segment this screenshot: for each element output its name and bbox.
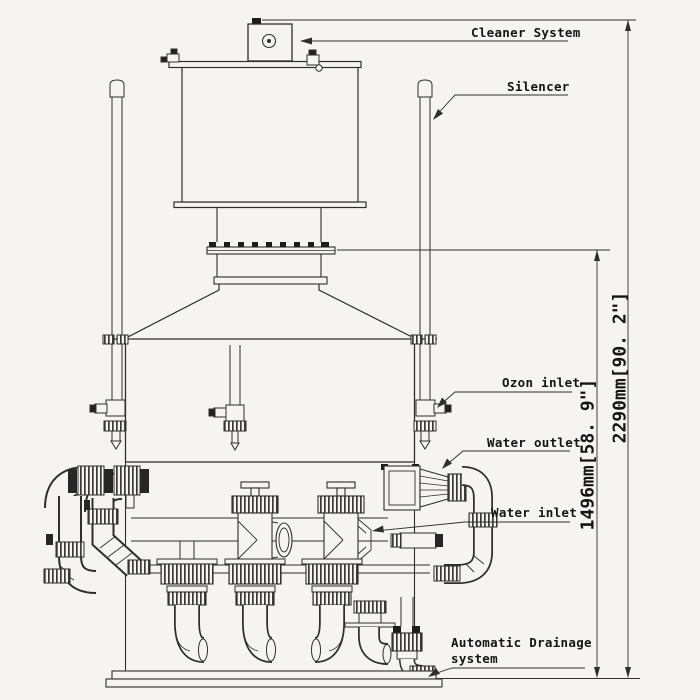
leader-water-outlet: [442, 450, 570, 469]
leader-ozon-inlet: [437, 391, 572, 408]
silencer-label: Silencer: [507, 79, 570, 94]
main-tank-body: [103, 338, 437, 463]
leader-cleaner-system: [300, 37, 568, 45]
base-plate: [105, 670, 443, 688]
cleaner-system-label: Cleaner System: [471, 25, 581, 40]
leader-silencer: [433, 94, 568, 120]
leader-auto-drainage: [428, 667, 585, 677]
ozone-inlet-label: Ozon inlet: [502, 375, 581, 390]
funnel-cone: [125, 284, 415, 339]
flange-bolts: [209, 242, 329, 247]
dim-overall-height-text: 2290mm[90. 2"]: [609, 291, 631, 444]
lower-neck-flange: [213, 254, 328, 285]
left-pipe-cluster: [43, 465, 151, 594]
drainage-assembly: [344, 597, 436, 681]
silencer-pipe-right: [410, 79, 452, 450]
auto-drainage-label-line2: system: [451, 651, 498, 666]
drain-bend-2: [224, 558, 286, 663]
leader-water-inlet: [372, 521, 570, 533]
dimension-overall-height: [262, 19, 636, 678]
cleaner-system-box: [247, 18, 293, 62]
drain-bend-1: [156, 541, 218, 663]
lid-fittings: [160, 48, 323, 72]
pump-assembly: [381, 464, 467, 511]
water-inlet-label: Water inlet: [491, 505, 578, 520]
right-pipe-cluster: [390, 466, 498, 584]
drain-bend-3: [301, 558, 363, 663]
dim-body-height-text: 1496mm[58. 9"]: [577, 378, 599, 531]
auto-drainage-label-line1: Automatic Drainage: [451, 635, 592, 650]
collection-cup: [168, 60, 367, 209]
bolted-flange: [206, 242, 336, 255]
silencer-pipe-left: [89, 79, 129, 450]
upper-neck: [216, 207, 322, 242]
dimension-body-height: [337, 249, 640, 679]
water-outlet-label: Water outlet: [487, 435, 581, 450]
internal-drain-pipe: [208, 345, 247, 452]
